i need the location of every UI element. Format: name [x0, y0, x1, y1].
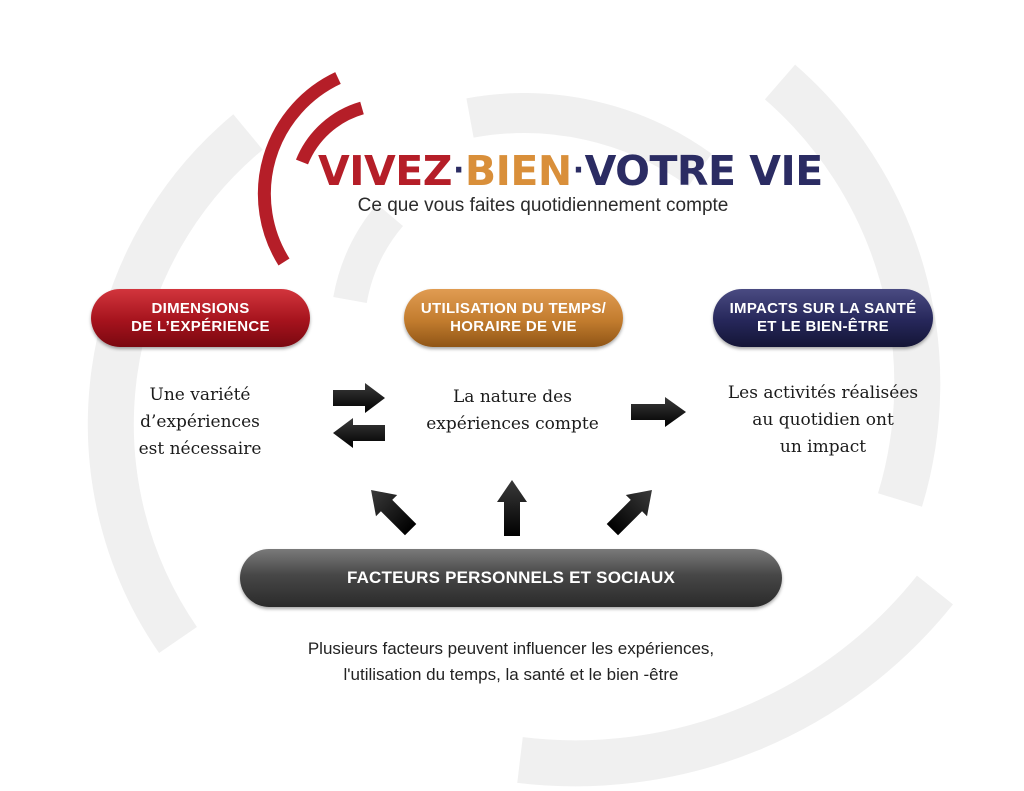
footer-text: Plusieurs facteurs peuvent influencer le…	[240, 636, 782, 688]
footer-line-1: Plusieurs facteurs peuvent influencer le…	[307, 639, 715, 658]
logo-separator-2: ·	[572, 153, 584, 188]
description-left-line: Une variété	[149, 385, 251, 405]
logo-word-vivez: VIVEZ	[318, 147, 452, 195]
pill-utilisation-temps: UTILISATION DU TEMPS/ HORAIRE DE VIE	[404, 289, 623, 347]
description-right-line: Les activités réalisées	[727, 383, 919, 403]
description-right-line: au quotidien ont	[752, 410, 894, 430]
logo-separator-1: ·	[452, 153, 464, 188]
logo-arcs	[257, 72, 364, 266]
description-left: Une variété d’expériences est nécessaire	[100, 382, 300, 463]
logo-word-votre-vie: VOTRE VIE	[584, 147, 824, 195]
personal-social-factors-bar: FACTEURS PERSONNELS ET SOCIAUX	[240, 549, 782, 607]
pill-dimensions-experience: DIMENSIONS DE L’EXPÉRIENCE	[91, 289, 310, 347]
description-middle-line: expériences compte	[426, 414, 599, 434]
pill-utilisation-line2: HORAIRE DE VIE	[450, 318, 577, 335]
description-left-line: est nécessaire	[138, 439, 262, 459]
description-middle-line: La nature des	[453, 387, 572, 407]
pill-impacts-line2: ET LE BIEN-ÊTRE	[756, 318, 889, 335]
footer-line-2: l'utilisation du temps, la santé et le b…	[343, 665, 679, 684]
pill-dimensions-line2: DE L’EXPÉRIENCE	[131, 318, 270, 335]
pill-utilisation-line1: UTILISATION DU TEMPS/	[420, 300, 607, 317]
pill-impacts-sante: IMPACTS SUR LA SANTÉ ET LE BIEN-ÊTRE	[713, 289, 933, 347]
logo-title: VIVEZ·BIEN·VOTRE VIE	[318, 146, 823, 196]
logo-subtitle: Ce que vous faites quotidiennement compt…	[357, 195, 729, 216]
description-middle: La nature des expériences compte	[400, 384, 625, 438]
description-left-line: d’expériences	[140, 412, 260, 432]
pill-impacts-line1: IMPACTS SUR LA SANTÉ	[729, 300, 917, 317]
description-right: Les activités réalisées au quotidien ont…	[710, 380, 936, 461]
description-right-line: un impact	[779, 437, 867, 457]
pill-dimensions-line1: DIMENSIONS	[151, 300, 250, 317]
logo-word-bien: BIEN	[464, 147, 572, 195]
